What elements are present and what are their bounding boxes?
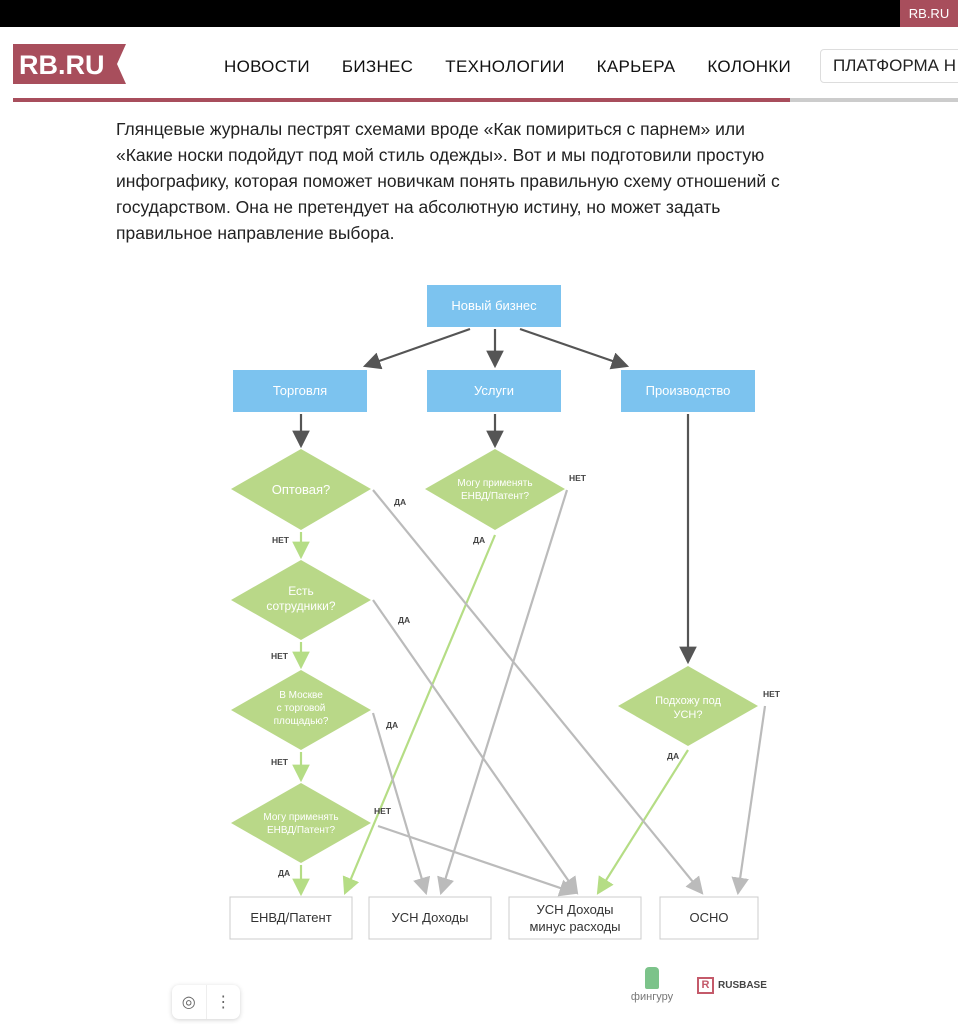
article-line: «Какие носки подойдут под мой стиль одеж… — [116, 145, 765, 165]
svg-text:НЕТ: НЕТ — [271, 757, 289, 767]
svg-text:сотрудники?: сотрудники? — [266, 599, 335, 613]
main-nav: НОВОСТИ БИЗНЕС ТЕХНОЛОГИИ КАРЬЕРА КОЛОНК… — [224, 56, 791, 78]
node-root — [427, 285, 561, 327]
article-line: инфографику, которая поможет новичкам по… — [116, 171, 780, 191]
q-envd-services — [425, 449, 565, 530]
q-moscow — [231, 670, 371, 750]
top-bar: RB.RU — [0, 0, 958, 27]
node-services — [427, 370, 561, 412]
svg-text:НЕТ: НЕТ — [271, 651, 289, 661]
article-line: Глянцевые журналы пестрят схемами вроде … — [116, 119, 745, 139]
svg-text:с торговой: с торговой — [277, 703, 326, 714]
svg-text:УСН Доходы: УСН Доходы — [537, 902, 614, 917]
svg-text:НЕТ: НЕТ — [763, 689, 781, 699]
svg-text:НЕТ: НЕТ — [272, 535, 290, 545]
svg-text:УСН Доходы: УСН Доходы — [392, 910, 469, 925]
result-osno — [659, 896, 759, 940]
nav-career[interactable]: КАРЬЕРА — [596, 57, 676, 76]
nav-business[interactable]: БИЗНЕС — [341, 57, 414, 76]
node-trade — [233, 370, 367, 412]
svg-text:ДА: ДА — [278, 868, 290, 878]
svg-text:минус расходы: минус расходы — [529, 919, 620, 934]
nav-tech[interactable]: ТЕХНОЛОГИИ — [445, 57, 565, 76]
svg-text:ДА: ДА — [386, 720, 398, 730]
article-line: правильное направление выбора. — [116, 223, 395, 243]
connectors — [292, 327, 767, 897]
node-trade-label: Торговля — [273, 383, 327, 398]
svg-text:ОСНО: ОСНО — [690, 910, 729, 925]
svg-text:ДА: ДА — [394, 497, 406, 507]
svg-text:Есть: Есть — [288, 584, 314, 598]
node-root-label: Новый бизнес — [451, 298, 537, 313]
rbru-badge[interactable]: RB.RU — [900, 0, 958, 27]
nav-columns[interactable]: КОЛОНКИ — [707, 57, 792, 76]
svg-text:ДА: ДА — [473, 535, 485, 545]
svg-text:Могу применять: Могу применять — [263, 812, 338, 823]
image-toolbar: ◎ ⋮ — [172, 985, 240, 1019]
node-production — [621, 370, 755, 412]
result-envd — [229, 896, 353, 940]
article-line: государством. Она не претендует на абсол… — [116, 197, 721, 217]
svg-text:Могу применять: Могу применять — [457, 478, 532, 489]
lens-search-icon[interactable]: ◎ — [172, 985, 207, 1019]
result-usn-income — [368, 896, 492, 940]
svg-text:площадью?: площадью? — [274, 716, 329, 727]
q-employees — [231, 560, 371, 640]
article-text: Глянцевые журналы пестрят схемами вроде … — [116, 116, 876, 246]
svg-text:В Москве: В Москве — [279, 690, 323, 701]
nav-news[interactable]: НОВОСТИ — [224, 57, 310, 76]
q-envd-trade — [231, 783, 371, 863]
more-options-icon[interactable]: ⋮ — [215, 994, 232, 1011]
nav-platform[interactable]: ПЛАТФОРМА Н — [820, 49, 958, 83]
svg-text:Оптовая?: Оптовая? — [272, 482, 330, 497]
svg-text:RB.RU: RB.RU — [19, 50, 105, 80]
svg-text:ЕНВД/Патент: ЕНВД/Патент — [250, 910, 331, 925]
header-divider — [13, 98, 958, 102]
node-services-label: Услуги — [474, 383, 514, 398]
q-usn — [618, 666, 758, 746]
svg-text:УСН?: УСН? — [674, 709, 703, 721]
result-usn-expenses — [508, 896, 642, 940]
svg-text:ДА: ДА — [398, 615, 410, 625]
svg-text:НЕТ: НЕТ — [569, 473, 587, 483]
svg-text:ДА: ДА — [667, 751, 679, 761]
svg-text:НЕТ: НЕТ — [374, 806, 392, 816]
node-production-label: Производство — [646, 383, 731, 398]
svg-text:Подхожу под: Подхожу под — [655, 695, 721, 707]
finguru-logo: фингуру — [627, 967, 677, 1003]
q-wholesale — [231, 449, 371, 530]
svg-text:ЕНВД/Патент?: ЕНВД/Патент? — [461, 491, 530, 502]
svg-text:ЕНВД/Патент?: ЕНВД/Патент? — [267, 825, 336, 836]
rbru-logo[interactable]: RB.RU — [13, 44, 126, 84]
